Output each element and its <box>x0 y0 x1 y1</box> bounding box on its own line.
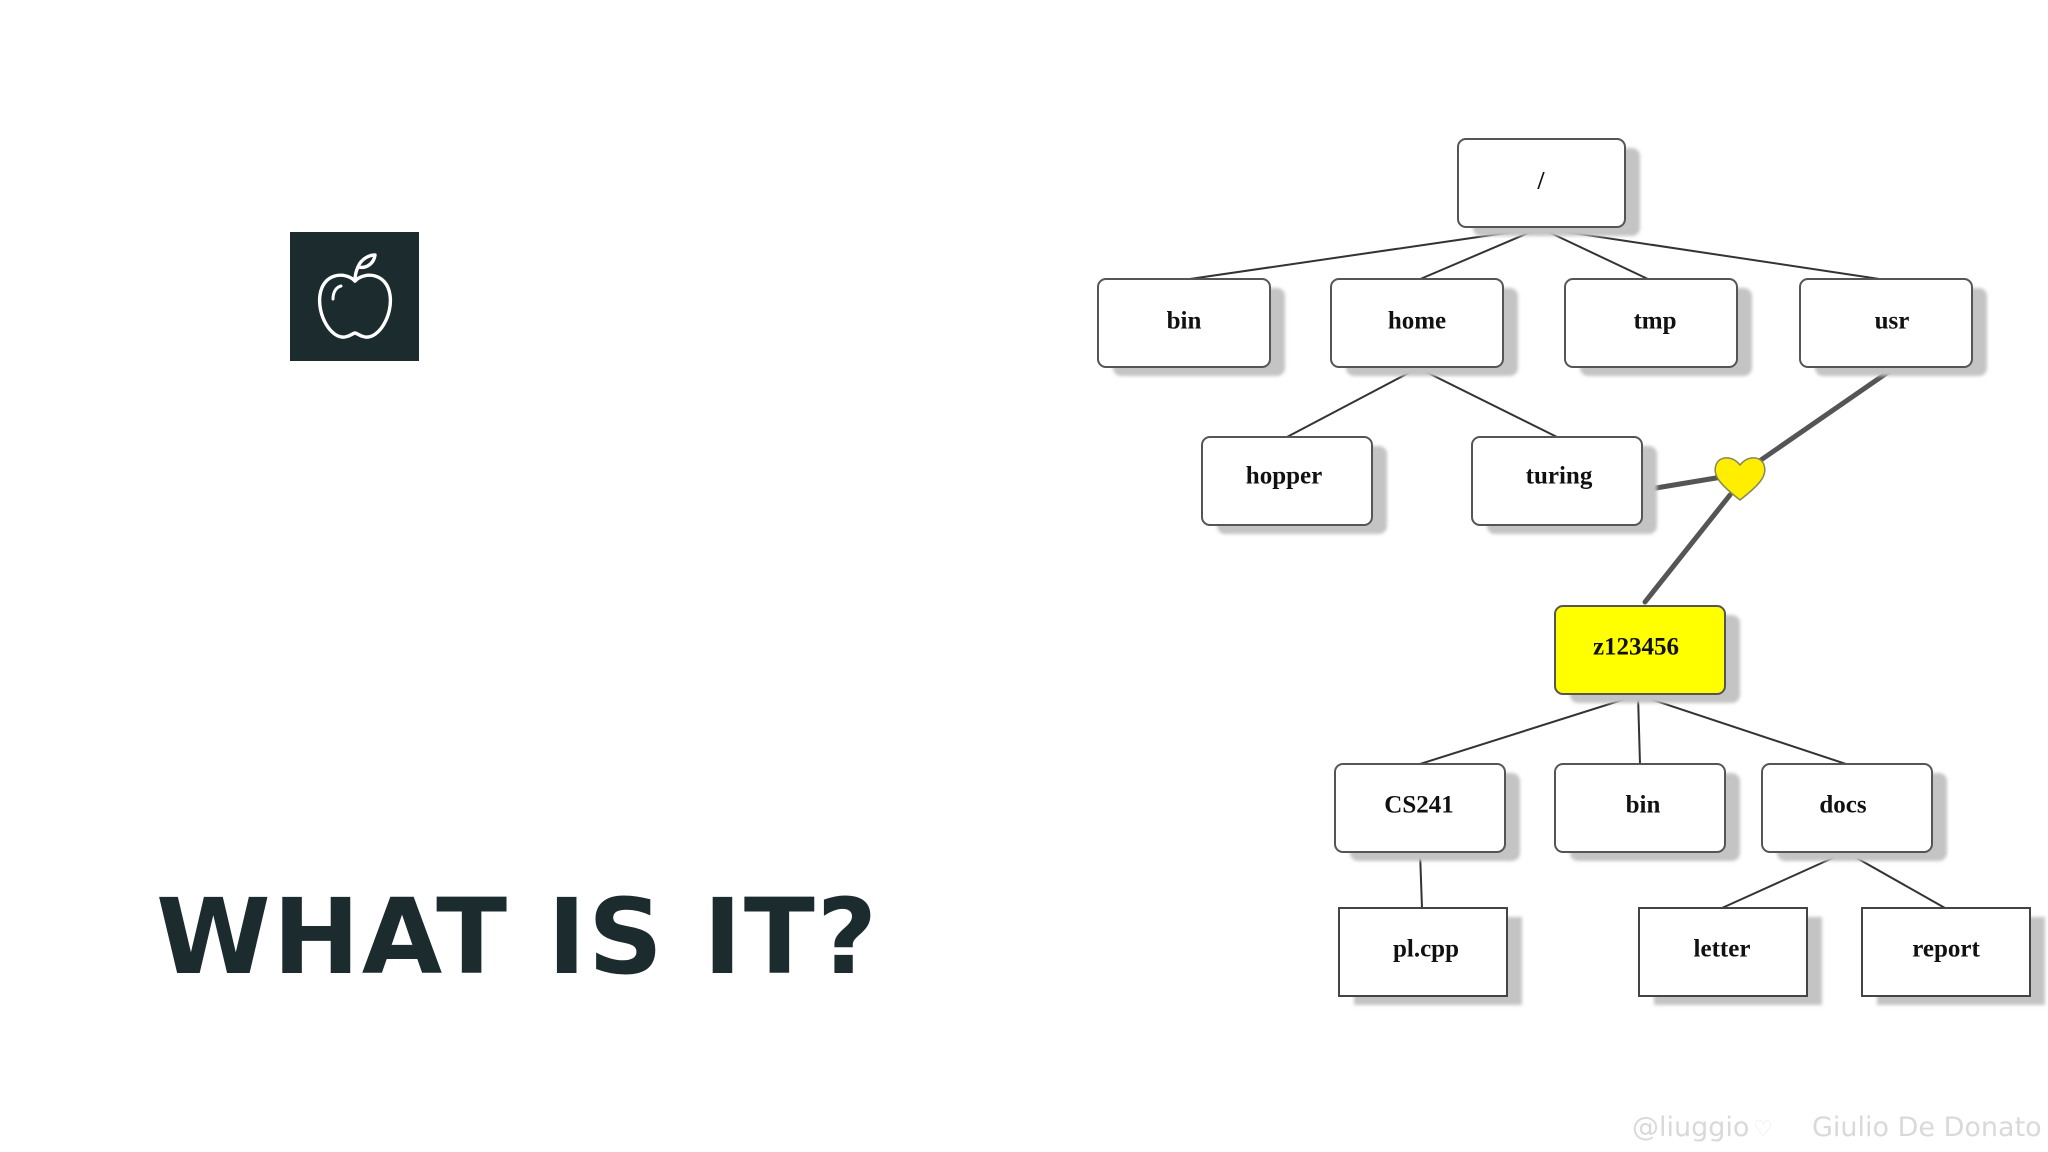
edge-docs-letter <box>1721 851 1847 909</box>
node-hopper-box: hopper <box>1201 436 1387 534</box>
node-z123456-box: z123456 <box>1554 605 1740 703</box>
node-tmp: tmp <box>1633 308 1676 335</box>
node-report-box: report <box>1861 907 2045 1005</box>
edge-z-bin <box>1637 694 1641 765</box>
node-turing-box: turing <box>1471 436 1657 534</box>
node-home: home <box>1388 308 1446 335</box>
node-bin: bin <box>1167 308 1202 335</box>
edge-root-tmp <box>1539 227 1651 281</box>
footer-author: Giulio De Donato <box>1812 1112 2042 1143</box>
node-turing: turing <box>1526 463 1593 490</box>
node-docs: docs <box>1819 792 1867 819</box>
node-bin2-box: bin <box>1554 763 1740 861</box>
edge-home-turing <box>1417 367 1558 438</box>
edge-z-docs <box>1637 694 1847 765</box>
node-usr: usr <box>1875 308 1910 335</box>
edge-heart-z123456 <box>1642 492 1733 605</box>
node-plcpp: pl.cpp <box>1393 936 1459 963</box>
node-hopper: hopper <box>1246 463 1322 490</box>
edge-root-home <box>1417 227 1541 281</box>
node-plcpp-box: pl.cpp <box>1338 907 1522 1005</box>
edge-z-cs241 <box>1419 694 1639 765</box>
node-cs241: CS241 <box>1384 792 1453 819</box>
heart-icon <box>1714 457 1766 501</box>
node-tmp-box: tmp <box>1564 278 1752 376</box>
node-usr-box: usr <box>1799 278 1987 376</box>
slide-headline: WHAT IS IT? <box>156 876 880 998</box>
edge-docs-report <box>1845 851 1946 909</box>
edge-usr-heart <box>1755 365 1897 465</box>
edge-root-bin <box>1182 227 1541 281</box>
edge-home-hopper <box>1286 367 1419 438</box>
node-root-box: / <box>1457 138 1640 236</box>
heart-outline-icon: ♡ <box>1753 1117 1774 1142</box>
node-letter-box: letter <box>1638 907 1822 1005</box>
footer-handle-text: @liuggio <box>1632 1112 1750 1143</box>
apple-logo-tile <box>290 232 419 361</box>
link-connectors <box>1642 365 1897 605</box>
node-letter: letter <box>1694 936 1751 963</box>
edge-turing-heart <box>1647 474 1725 492</box>
footer-handle: @liuggio♡ <box>1632 1108 1773 1148</box>
node-home-box: home <box>1330 278 1518 376</box>
apple-outline-icon <box>317 252 392 339</box>
tree-connectors <box>1182 227 1946 909</box>
node-bin-box: bin <box>1097 278 1285 376</box>
node-root: / <box>1537 168 1546 195</box>
node-docs-box: docs <box>1761 763 1947 861</box>
node-cs241-box: CS241 <box>1334 763 1520 861</box>
edge-root-usr <box>1539 227 1887 281</box>
node-bin2: bin <box>1626 792 1661 819</box>
edge-cs241-plcpp <box>1419 851 1423 909</box>
node-z123456: z123456 <box>1593 634 1679 661</box>
node-report: report <box>1912 936 1980 963</box>
